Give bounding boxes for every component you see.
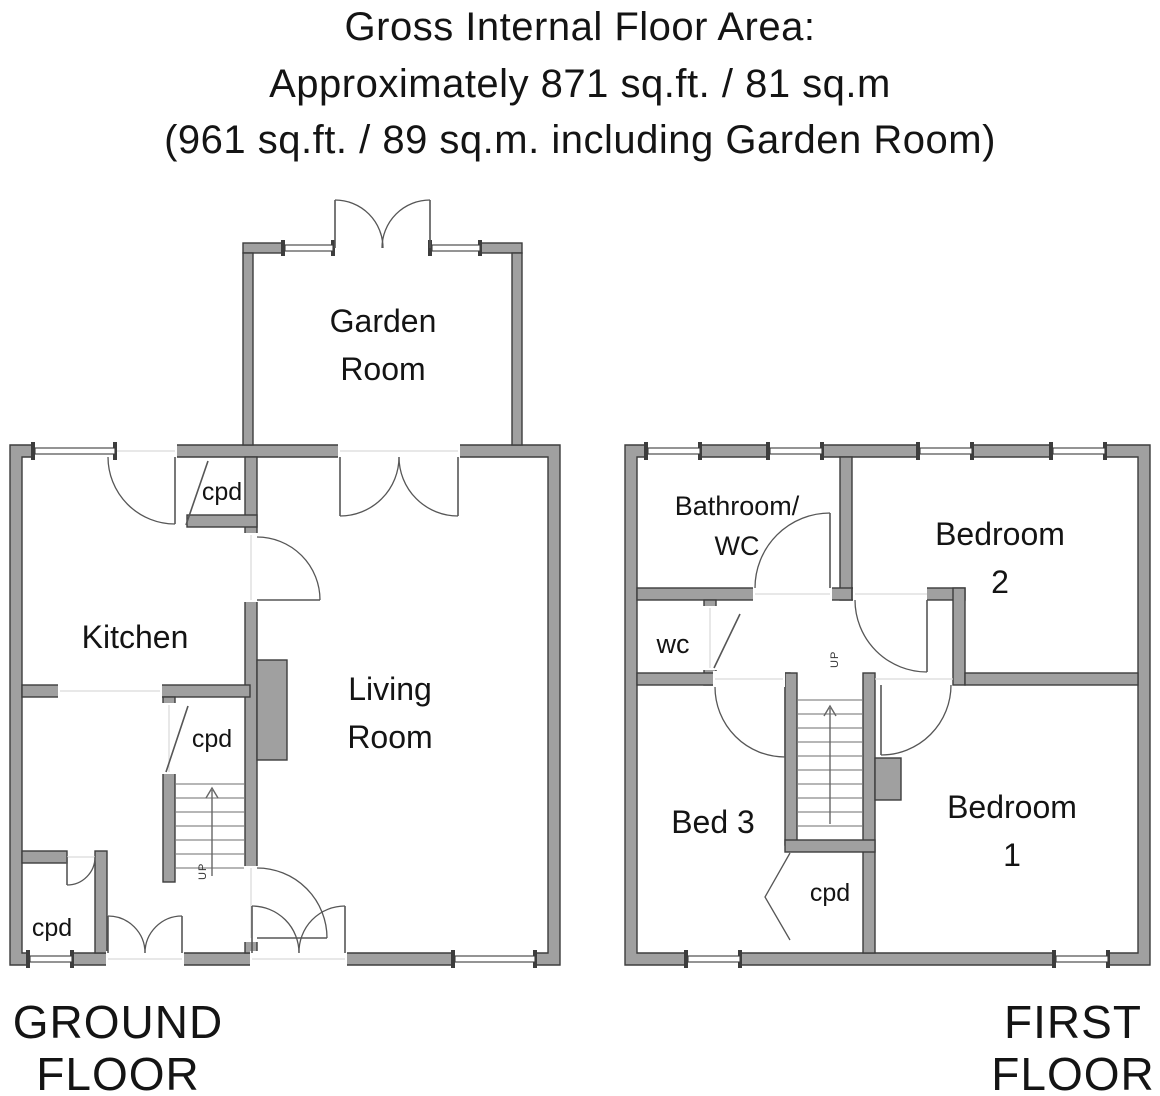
cpd-mid-door <box>165 705 189 773</box>
window <box>684 950 742 968</box>
first-windows <box>644 442 1110 968</box>
room-label-bedroom2-2: 2 <box>991 564 1009 600</box>
first-openings <box>702 586 927 687</box>
ground-openings <box>58 241 460 967</box>
ground-floor-caption-2: FLOOR <box>36 1048 199 1096</box>
living-room-bottom-double-door <box>251 905 346 954</box>
cpd-top-wall <box>186 514 258 528</box>
garden-room-inner-double-door <box>339 456 459 517</box>
room-label-garden-room-1: Garden <box>330 303 437 339</box>
cpd-label-bottom: cpd <box>32 914 72 942</box>
bedroom1-left-wall <box>862 672 876 954</box>
cpd-bottom-right-wall <box>94 850 108 954</box>
stairs-left-wall <box>784 672 798 846</box>
ground-thresholds <box>60 450 458 960</box>
bed3-door <box>714 686 786 758</box>
first-floor-caption-1: FIRST <box>1004 996 1142 1048</box>
room-label-bedroom1-1: Bedroom <box>947 789 1077 825</box>
bathroom-right-wall <box>839 456 853 601</box>
window <box>916 442 974 460</box>
first-stairs: UP <box>798 651 862 827</box>
hall-back-door <box>107 915 183 954</box>
window <box>644 442 702 460</box>
room-label-wc: wc <box>656 629 690 659</box>
landing-right-wall <box>952 587 966 686</box>
stairs-up-label-first: UP <box>829 651 841 668</box>
ground-room-labels: Garden Room Kitchen Living Room cpd cpd … <box>32 303 437 942</box>
first-room-labels: Bathroom/ WC Bedroom 2 wc Bed 3 Bedroom … <box>656 491 1077 907</box>
window <box>31 442 117 460</box>
ground-windows <box>26 240 537 968</box>
ground-doors <box>66 199 459 954</box>
garden-room-right-wall <box>511 252 523 446</box>
room-label-bathroom-2: WC <box>715 531 760 561</box>
room-label-living-room-1: Living <box>348 671 432 707</box>
floor-captions: GROUND FLOOR FIRST FLOOR <box>13 996 1154 1096</box>
window <box>1052 950 1110 968</box>
stairs-up-label-ground: UP <box>197 863 209 880</box>
window <box>766 442 824 460</box>
room-label-kitchen: Kitchen <box>82 619 189 655</box>
title-line-2: Approximately 871 sq.ft. / 81 sq.m <box>269 62 891 106</box>
room-label-bedroom2-1: Bedroom <box>935 516 1065 552</box>
cpd-first-top-wall <box>784 839 876 853</box>
bedroom1-door <box>880 684 952 756</box>
title-block: Gross Internal Floor Area: Approximately… <box>164 5 996 162</box>
title-line-1: Gross Internal Floor Area: <box>345 5 816 49</box>
window <box>281 240 335 256</box>
window <box>428 240 482 256</box>
cpd-first-bifold-door <box>764 852 791 941</box>
first-walls <box>624 444 1151 966</box>
room-label-garden-room-2: Room <box>340 351 425 387</box>
window <box>451 950 537 968</box>
bedroom1-top-wall <box>964 672 1139 686</box>
ground-floor-plan: UP Garden Room Kitchen Living Room cpd c… <box>9 199 561 968</box>
cpd-label-first: cpd <box>810 879 850 907</box>
cpd-bottom-top-wall <box>21 850 68 864</box>
chimney-breast <box>256 659 288 761</box>
cpd-bottom-door <box>66 856 96 886</box>
first-floor-plan: UP Bathroom/ WC Bedroom 2 wc Bed 3 Bedro… <box>624 442 1151 968</box>
cpd-label-top: cpd <box>202 478 242 506</box>
garden-room-outer-double-door <box>334 199 431 249</box>
first-floor-caption-2: FLOOR <box>991 1048 1154 1096</box>
bedroom1-chimney <box>874 757 902 801</box>
room-label-bathroom-1: Bathroom/ <box>675 491 800 521</box>
window <box>26 950 74 968</box>
window <box>1049 442 1107 460</box>
room-label-bedroom1-2: 1 <box>1003 837 1021 873</box>
garden-room-left-wall <box>242 252 254 446</box>
living-room-door <box>256 536 321 601</box>
first-doors <box>713 512 952 941</box>
cpd-label-mid: cpd <box>192 725 232 753</box>
front-door <box>107 456 176 525</box>
ground-stairs: UP <box>176 783 244 880</box>
title-line-3: (961 sq.ft. / 89 sq.m. including Garden … <box>164 118 996 162</box>
bathroom-door <box>754 512 831 589</box>
ground-floor-caption-1: GROUND <box>13 996 223 1048</box>
cpd-top-door <box>185 460 209 526</box>
room-label-living-room-2: Room <box>347 719 432 755</box>
room-label-bed3: Bed 3 <box>671 804 755 840</box>
wc-door <box>713 613 741 669</box>
first-outer-wall <box>624 444 1151 966</box>
living-room-rear-door <box>256 867 328 939</box>
first-thresholds <box>709 593 953 680</box>
bedroom2-door <box>854 599 928 673</box>
